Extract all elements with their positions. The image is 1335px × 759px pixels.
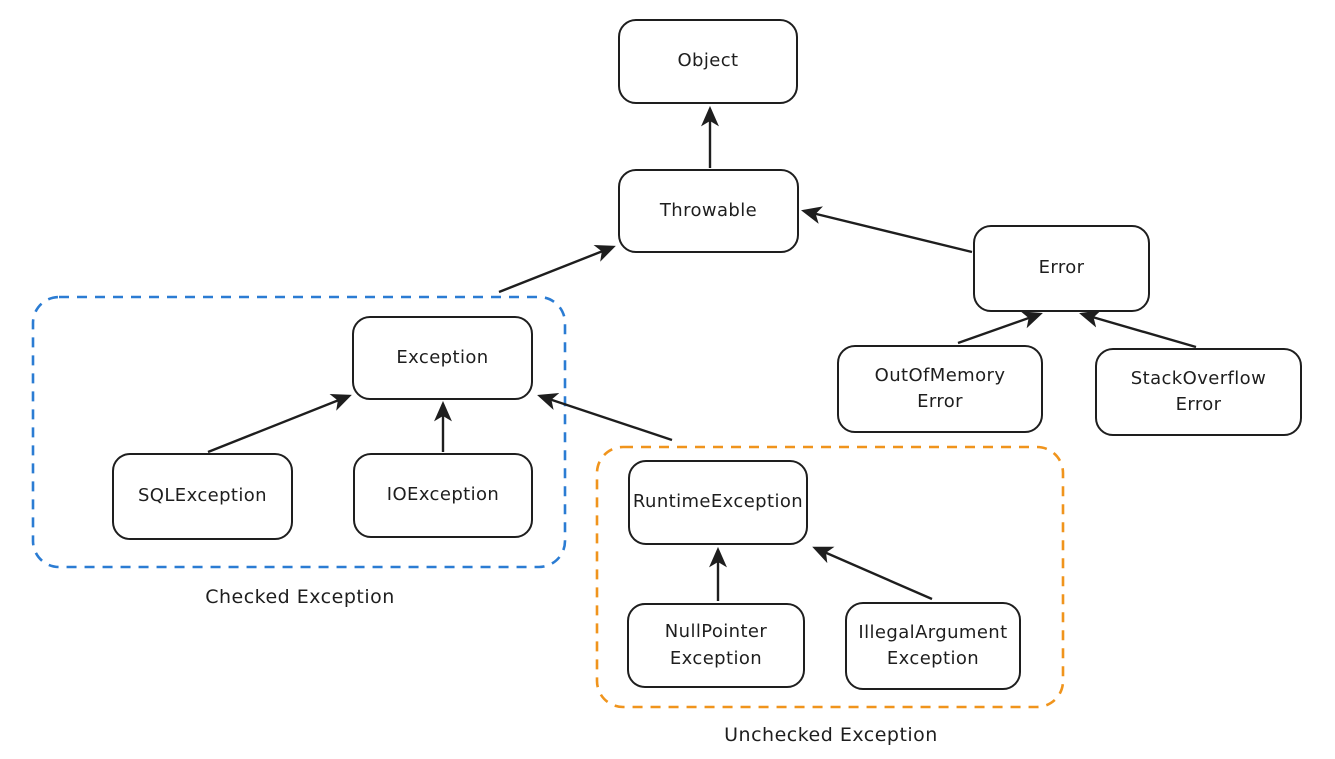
edge-illegalargumentexception-runtimeexception — [812, 546, 933, 601]
node-object-label: Object — [677, 50, 739, 72]
edge-sqlexception-exception — [207, 394, 352, 454]
edge-exception-throwable — [498, 245, 616, 294]
node-outofmemoryerror-label-line1: OutOfMemory — [874, 364, 1006, 386]
node-error: Error — [973, 225, 1150, 312]
node-ioexception-label: IOException — [386, 484, 500, 506]
node-nullpointerexception: NullPointer Exception — [627, 603, 805, 688]
node-sqlexception: SQLException — [112, 453, 293, 540]
checked-exception-group-label: Checked Exception — [205, 586, 395, 608]
unchecked-exception-group-label: Unchecked Exception — [724, 724, 938, 746]
node-runtimeexception-label: RuntimeException — [632, 491, 804, 513]
node-sqlexception-label: SQLException — [137, 485, 267, 507]
edge-outofmemoryerror-error — [957, 311, 1043, 345]
unchecked-exception-group-box — [595, 445, 1065, 709]
node-stackoverflowerror-label-line2: Error — [1175, 394, 1222, 415]
node-stackoverflowerror-label-line1: StackOverflow — [1130, 367, 1267, 389]
node-throwable: Throwable — [618, 169, 799, 253]
node-runtimeexception: RuntimeException — [628, 460, 808, 545]
edge-error-throwable — [801, 206, 973, 254]
edge-stackoverflowerror-error — [1079, 310, 1197, 349]
node-throwable-label: Throwable — [659, 199, 758, 221]
node-illegalargumentexception-label-line1: IllegalArgument — [858, 621, 1008, 643]
node-nullpointerexception-label-line1: NullPointer — [664, 621, 768, 643]
node-object: Object — [618, 19, 798, 104]
edge-runtimeexception-exception — [537, 392, 673, 442]
node-illegalargumentexception: IllegalArgument Exception — [845, 602, 1021, 690]
node-exception-label: Exception — [396, 346, 489, 368]
node-stackoverflowerror: StackOverflow Error — [1095, 348, 1302, 436]
node-outofmemoryerror: OutOfMemory Error — [837, 345, 1043, 433]
node-ioexception: IOException — [353, 453, 533, 538]
node-error-label: Error — [1038, 257, 1085, 279]
node-outofmemoryerror-label-line2: Error — [917, 391, 963, 412]
node-nullpointerexception-label-line2: Exception — [669, 647, 763, 669]
node-illegalargumentexception-label-line2: Exception — [886, 648, 980, 669]
checked-exception-group-box — [31, 295, 567, 569]
node-exception: Exception — [352, 316, 533, 400]
